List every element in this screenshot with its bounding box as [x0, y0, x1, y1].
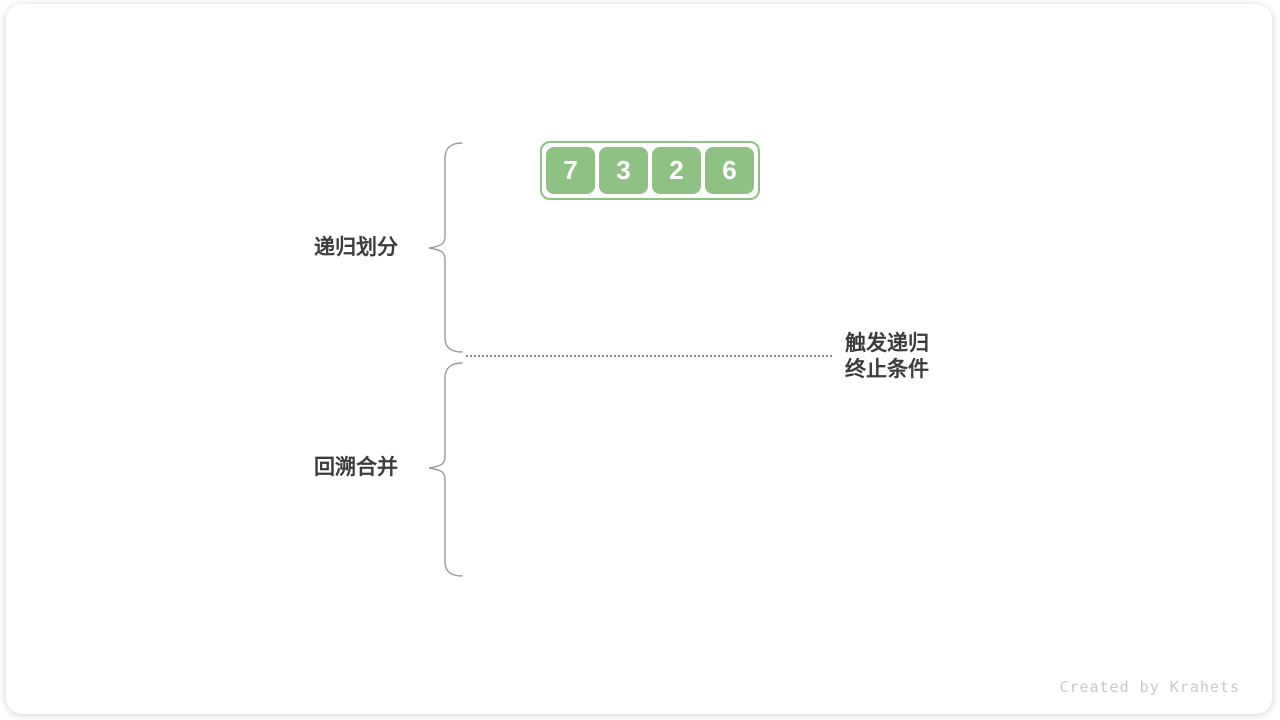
termination-condition-label: 触发递归终止条件 — [845, 331, 929, 383]
termination-line2: 终止条件 — [845, 358, 929, 381]
watermark-credit: Created by Krahets — [1059, 678, 1240, 696]
diagram-card — [6, 4, 1272, 714]
array-cell: 7 — [546, 147, 595, 194]
array-cell: 6 — [705, 147, 754, 194]
array-container: 7 3 2 6 — [540, 141, 760, 200]
phase-label-backtrack-merge: 回溯合并 — [314, 456, 398, 479]
array-cell: 3 — [599, 147, 648, 194]
curly-brace-icon — [428, 142, 463, 353]
phase-label-recursive-divide: 递归划分 — [314, 236, 398, 259]
array-cell-value: 2 — [669, 155, 684, 185]
termination-line1: 触发递归 — [845, 332, 929, 355]
array-cell-value: 3 — [616, 155, 631, 185]
array-cell: 2 — [652, 147, 701, 194]
array-cell-value: 6 — [722, 155, 737, 185]
termination-dotted-line — [466, 355, 832, 357]
array-cell-value: 7 — [563, 155, 578, 185]
curly-brace-icon — [428, 362, 463, 577]
